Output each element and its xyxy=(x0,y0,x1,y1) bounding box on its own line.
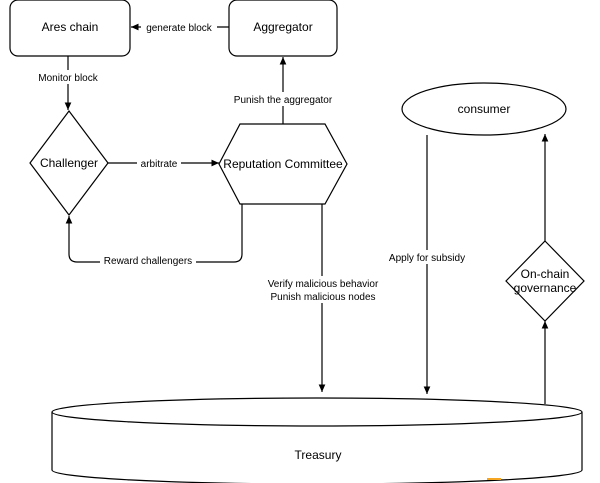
node-consumer: consumer xyxy=(401,82,567,136)
node-label-aggregator: Aggregator xyxy=(253,20,312,34)
edge-label-bg xyxy=(262,276,384,303)
edge-label-generate-block: generate block xyxy=(146,23,213,34)
edge-label-arbitrate: arbitrate xyxy=(141,159,178,170)
node-treasury: Treasury xyxy=(51,397,583,483)
node-ares-chain: Ares chain xyxy=(9,0,131,57)
edge-label-bg xyxy=(228,92,338,106)
node-aggregator: Aggregator xyxy=(228,0,338,57)
edge-label-apply-subsidy: Apply for subsidy xyxy=(389,253,465,264)
node-challenger: Challenger xyxy=(29,110,109,216)
edge-label-bg xyxy=(33,70,103,84)
edge-label-monitor-block: Monitor block xyxy=(38,73,98,84)
node-label-consumer: consumer xyxy=(458,102,511,116)
edge-label-bg xyxy=(141,20,217,34)
node-reputation-committee: Reputation Committee xyxy=(218,123,348,205)
edge-label-bg xyxy=(100,253,196,267)
node-label-reputation-committee: Reputation Committee xyxy=(223,157,343,171)
edge-label-verify-line1: Verify malicious behavior xyxy=(268,279,379,290)
node-label-onchain-governance-1: On-chain xyxy=(521,267,570,281)
node-label-challenger: Challenger xyxy=(40,156,98,170)
edge-label-reward-challengers: Reward challengers xyxy=(104,256,192,267)
edges: generate block Monitor block arbitrate P… xyxy=(33,20,549,404)
node-label-onchain-governance-2: governance xyxy=(514,281,577,295)
edge-label-bg xyxy=(137,156,181,170)
node-label-treasury: Treasury xyxy=(295,448,342,462)
edge-label-punish-aggregator: Punish the aggregator xyxy=(234,95,333,106)
node-onchain-governance: On-chain governance xyxy=(505,240,585,322)
edge-label-bg xyxy=(383,250,471,264)
edge-label-verify-line2: Punish malicious nodes xyxy=(270,292,375,303)
node-label-ares-chain: Ares chain xyxy=(42,20,99,34)
